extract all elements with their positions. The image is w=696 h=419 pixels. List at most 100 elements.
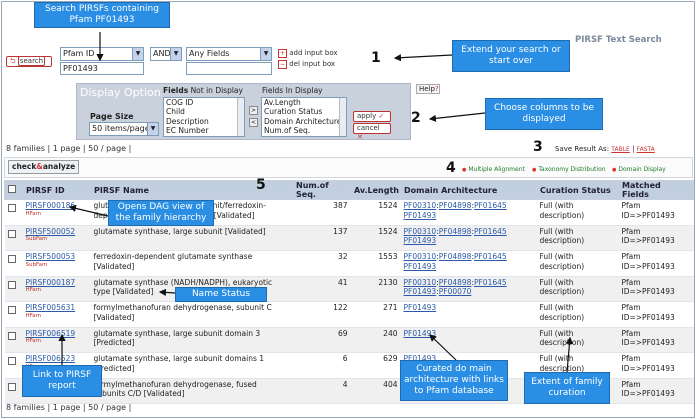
page-size-select[interactable]: 50 items/page▼ bbox=[89, 122, 159, 136]
select-all-header[interactable] bbox=[4, 180, 23, 200]
row-select-cell[interactable] bbox=[4, 352, 23, 379]
list-item[interactable]: Av.Length bbox=[264, 98, 301, 107]
help-button[interactable]: Help? bbox=[416, 84, 440, 94]
pirsf-id-link[interactable]: PIRSF500052 bbox=[25, 226, 76, 236]
callout-search-pirsf: Search PIRSFs containing Pfam PF01493 bbox=[34, 2, 170, 28]
row-checkbox[interactable] bbox=[7, 331, 16, 340]
add-input-link[interactable]: + add input box bbox=[278, 49, 338, 58]
move-left-button[interactable]: < bbox=[249, 118, 258, 127]
num-seq-cell: 6 bbox=[292, 352, 351, 379]
row-select-cell[interactable] bbox=[4, 378, 23, 404]
pfam-link[interactable]: PF01493 bbox=[403, 236, 437, 245]
pirsf-name-cell: glutamate synthase, large subunit domain… bbox=[90, 352, 293, 379]
list-item[interactable]: EC Number bbox=[166, 125, 209, 135]
col-matched-fields[interactable]: Matched Fields bbox=[618, 180, 694, 200]
not-in-display-list[interactable]: COG ID Child Description EC Number bbox=[163, 97, 245, 137]
av-length-cell: 1524 bbox=[350, 225, 401, 251]
pfam-link[interactable]: PF04898 bbox=[438, 226, 472, 236]
pfam-link[interactable]: PF00310 bbox=[403, 277, 437, 287]
field1-select[interactable]: Pfam ID▼ bbox=[60, 47, 144, 61]
pfam-link[interactable]: PF01493 bbox=[403, 354, 437, 363]
pfam-link[interactable]: PF01645 bbox=[473, 252, 507, 261]
row-checkbox[interactable] bbox=[7, 306, 16, 314]
row-select-cell[interactable] bbox=[4, 225, 23, 251]
pfam-link[interactable]: PF01493 bbox=[403, 287, 437, 296]
pfam-link[interactable]: PF04898 bbox=[438, 277, 472, 287]
scrollbar[interactable] bbox=[339, 98, 346, 136]
pfam-link[interactable]: PF04898 bbox=[438, 252, 472, 261]
list-item[interactable]: Curation Status bbox=[264, 107, 323, 117]
pfam-link[interactable]: PF01645 bbox=[473, 277, 507, 287]
row-checkbox[interactable] bbox=[7, 255, 16, 263]
pfam-link[interactable]: PF00310 bbox=[403, 201, 437, 210]
row-checkbox[interactable] bbox=[7, 357, 16, 365]
legend-domain-display[interactable]: Domain Display bbox=[612, 166, 665, 173]
operator-select[interactable]: AND▼ bbox=[150, 47, 182, 61]
pirsf-id-link[interactable]: PIRSF005631 bbox=[25, 303, 76, 312]
field2-select[interactable]: Any Fields▼ bbox=[186, 47, 272, 61]
chevron-down-icon: ▼ bbox=[260, 48, 271, 60]
av-length-cell: 1524 bbox=[350, 199, 401, 226]
in-display-list[interactable]: Av.Length Curation Status Domain Archite… bbox=[261, 97, 347, 137]
col-curation-status[interactable]: Curation Status bbox=[536, 180, 619, 200]
pfam-link[interactable]: PF00310 bbox=[403, 252, 437, 261]
del-input-link[interactable]: − del input box bbox=[278, 60, 336, 69]
check-analyze-button[interactable]: check&analyze bbox=[8, 160, 80, 174]
row-select-cell[interactable] bbox=[4, 250, 23, 277]
save-table-link[interactable]: TABLE bbox=[611, 146, 630, 153]
col-num-seq[interactable]: Num.of Seq. bbox=[292, 180, 351, 200]
pfam-link[interactable]: PF00070 bbox=[438, 287, 472, 296]
av-length-cell: 240 bbox=[350, 327, 401, 353]
row-checkbox[interactable] bbox=[7, 280, 16, 289]
value2-input[interactable] bbox=[186, 62, 272, 75]
select-all-checkbox[interactable] bbox=[8, 185, 16, 193]
col-domain-architecture[interactable]: Domain Architecture bbox=[400, 180, 537, 200]
pfam-link[interactable]: PF01493 bbox=[403, 210, 437, 220]
domain-architecture-cell: PF01493 bbox=[400, 327, 537, 353]
cancel-button[interactable]: cancel ✕ bbox=[353, 123, 391, 141]
pfam-link[interactable]: PF01493 bbox=[403, 303, 437, 312]
list-item[interactable]: COG ID bbox=[166, 98, 194, 107]
pfam-link[interactable]: PF01493 bbox=[403, 261, 437, 271]
pfam-link[interactable]: PF01645 bbox=[473, 226, 507, 236]
pirsf-id-link[interactable]: PIRSF000186 bbox=[25, 201, 76, 210]
list-item[interactable]: Domain Architecture bbox=[264, 116, 342, 126]
pirsf-id-link[interactable]: PIRSF006519 bbox=[25, 328, 76, 338]
row-select-cell[interactable] bbox=[4, 327, 23, 353]
pfam-link[interactable]: PF01493 bbox=[403, 328, 437, 338]
pfam-link[interactable]: PF04898 bbox=[438, 201, 472, 210]
apply-button[interactable]: apply ✓ bbox=[353, 111, 391, 122]
pfam-link[interactable]: PF00310 bbox=[403, 226, 437, 236]
pirsf-id-link[interactable]: PIRSF500053 bbox=[25, 252, 76, 261]
back-search-button[interactable]: ⮌ search bbox=[6, 56, 52, 67]
move-right-button[interactable]: > bbox=[249, 106, 258, 115]
row-checkbox[interactable] bbox=[7, 229, 16, 238]
value1-input[interactable]: PF01493 bbox=[60, 62, 144, 75]
pfam-link[interactable]: PF01645 bbox=[473, 201, 507, 210]
legend-taxonomy-distribution[interactable]: Taxonomy Distribution bbox=[532, 166, 605, 173]
row-select-cell[interactable] bbox=[4, 301, 23, 328]
legend-multiple-alignment[interactable]: Multiple Alignment bbox=[462, 166, 524, 173]
scrollbar[interactable] bbox=[237, 98, 244, 136]
row-checkbox[interactable] bbox=[7, 204, 16, 212]
save-fasta-link[interactable]: FASTA bbox=[636, 146, 655, 153]
row-checkbox[interactable] bbox=[7, 382, 16, 391]
row-select-cell[interactable] bbox=[4, 199, 23, 226]
list-item[interactable]: Description bbox=[166, 116, 209, 126]
pirsf-name-cell: ferredoxin-dependent glutamate synthase[… bbox=[90, 250, 293, 277]
col-av-length[interactable]: Av.Length bbox=[350, 180, 401, 200]
col-pirsf-name[interactable]: PIRSF Name bbox=[90, 180, 293, 200]
col-pirsf-id[interactable]: PIRSF ID bbox=[22, 180, 91, 200]
list-item[interactable]: Child bbox=[166, 107, 185, 117]
num-seq-cell: 122 bbox=[292, 301, 351, 328]
row-select-cell[interactable] bbox=[4, 276, 23, 302]
list-item[interactable]: Num.of Seq. bbox=[264, 125, 311, 135]
pirsf-id-link[interactable]: PIRSF006523 bbox=[25, 354, 76, 363]
pirsf-id-link[interactable]: PIRSF000187 bbox=[25, 277, 76, 287]
